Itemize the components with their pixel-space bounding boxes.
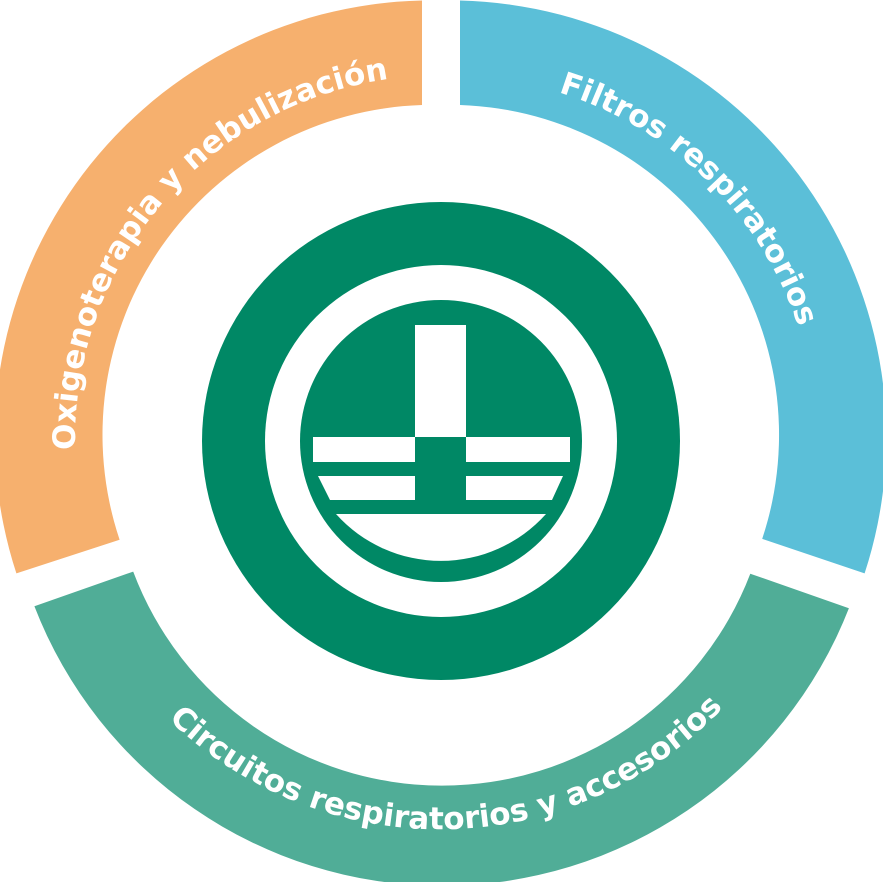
logo-inner-disc: [300, 300, 582, 582]
segment-filters-arc: [460, 0, 883, 574]
segment-oxygen-arc: [0, 0, 422, 574]
logo-mark: [313, 325, 570, 561]
segment-circuits-arc: [34, 571, 849, 882]
company-logo-icon: [202, 202, 680, 680]
